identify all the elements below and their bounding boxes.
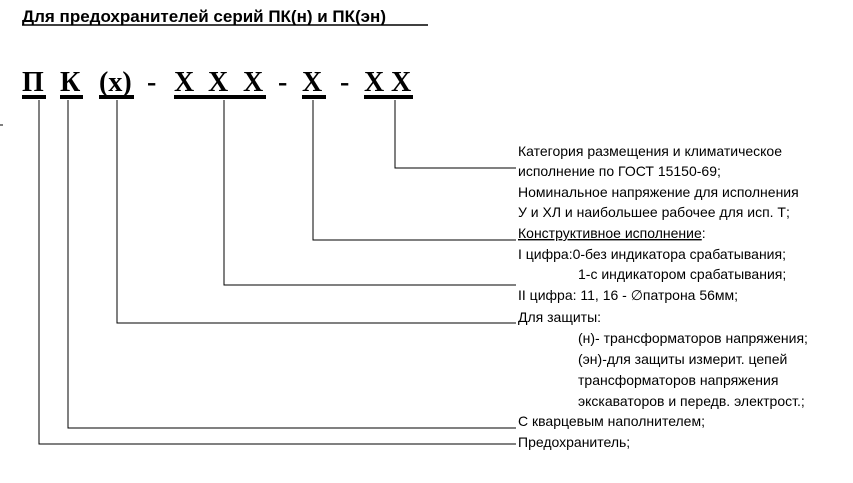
code-x-2: Х [208, 67, 228, 98]
protection-n: (н)- трансформаторов напряжения; [578, 330, 808, 346]
page-title: Для предохранителей серий ПК(н) и ПК(эн) [22, 7, 386, 26]
code-x-6: Х [391, 67, 411, 98]
voltage-line-1: Номинальное напряжение для исполнения [518, 184, 799, 200]
code-letter-p: П [22, 67, 44, 98]
protection-en-line-2: трансформаторов напряжения [578, 372, 778, 388]
protection-heading: Для защиты: [518, 309, 601, 325]
code-dash-1: - [147, 67, 156, 98]
climate-line-1: Категория размещения и климатическое [518, 143, 782, 159]
design-heading-line: Конструктивное исполнение: [518, 225, 706, 241]
leader-protection [116, 100, 516, 324]
leader-fuse [38, 100, 516, 445]
code-dash-2: - [278, 67, 287, 98]
protection-en-line-1: (эн)-для защиты измерит. цепей [578, 351, 787, 367]
leader-quartz [67, 100, 516, 429]
code-dash-3: - [340, 67, 349, 98]
quartz-filler: С кварцевым наполнителем; [518, 413, 705, 429]
code-letter-k: К [60, 67, 81, 98]
digit1-line-1: I цифра:0-без индикатора срабатывания; [518, 246, 786, 262]
climate-line-2: исполнение по ГОСТ 15150-69; [518, 163, 721, 179]
digit1-line-2: 1-с индикатором срабатывания; [578, 266, 786, 282]
design-heading: Конструктивное исполнение [518, 225, 702, 241]
code-x-3: Х [243, 67, 263, 98]
fuse-label: Предохранитель; [518, 434, 630, 450]
leader-design [312, 100, 516, 241]
code-x-5: Х [364, 67, 384, 98]
code-x-paren: (х) [99, 67, 132, 98]
protection-en-line-3: экскаваторов и передв. электрост.; [578, 393, 805, 409]
digit2-line: II цифра: 11, 16 - ∅патрона 56мм; [518, 287, 738, 303]
code-x-1: Х [174, 67, 194, 98]
voltage-line-2: У и ХЛ и наибольшее рабочее для исп. Т; [518, 204, 790, 220]
design-heading-colon: : [702, 225, 706, 241]
leader-climate [394, 100, 516, 169]
leader-digit [223, 100, 516, 286]
code-x-4: Х [302, 67, 322, 98]
